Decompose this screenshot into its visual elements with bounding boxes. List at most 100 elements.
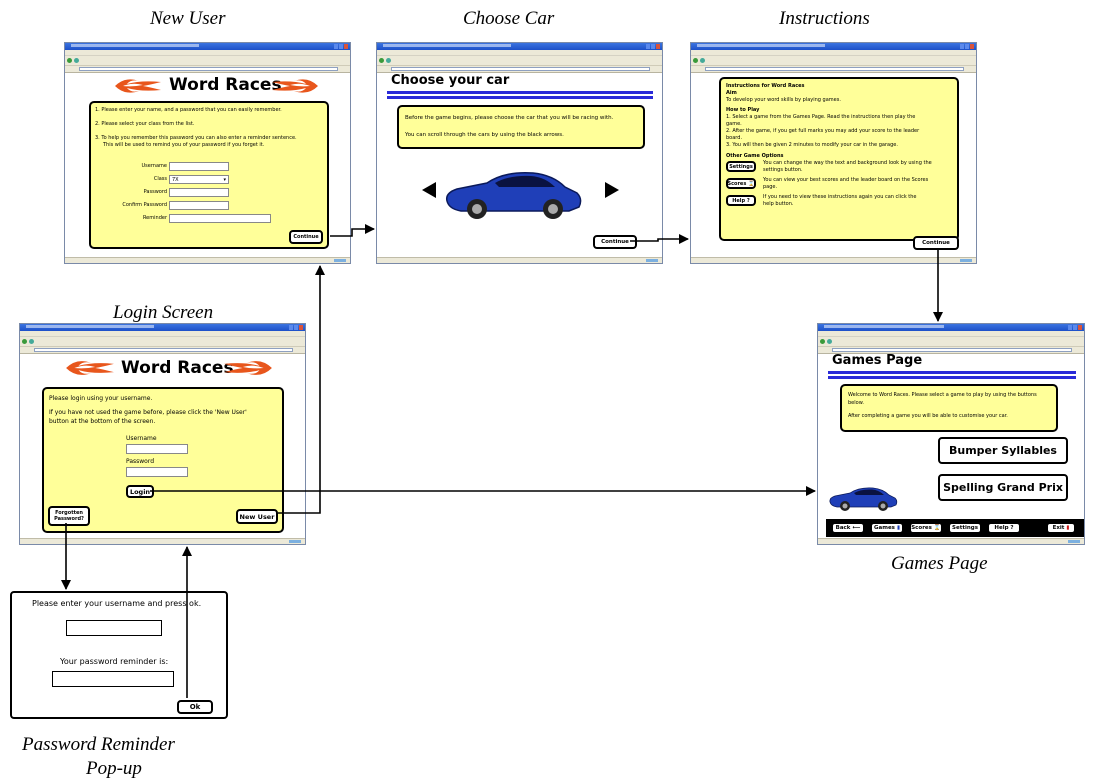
arrow-new-user-to-choose-car: [330, 224, 375, 237]
instruction-line-1: 1. Please enter your name, and a passwor…: [95, 107, 282, 113]
step-1b: game.: [726, 121, 742, 127]
instruction-line-3: 3. To help you remember this password yo…: [95, 135, 297, 141]
next-car-arrow[interactable]: [605, 182, 619, 198]
window-titlebar: [818, 324, 1084, 331]
window-titlebar: [377, 43, 662, 50]
instructions-panel: Instructions for Word Races Aim To devel…: [719, 77, 959, 241]
window-menubar: [20, 331, 305, 337]
help-button[interactable]: Help ?: [726, 195, 756, 206]
spelling-grand-prix-button[interactable]: Spelling Grand Prix: [938, 474, 1068, 501]
games-nav-button[interactable]: Games▮: [870, 522, 904, 534]
app-title: Word Races: [121, 358, 234, 378]
window-instructions: Instructions for Word Races Aim To devel…: [690, 42, 977, 264]
forgotten-password-button[interactable]: Forgotten Password?: [48, 506, 90, 526]
window-toolbar: [818, 337, 1084, 347]
window-addressbar: [691, 66, 976, 73]
instruction-line-3b: This will be used to remind you of your …: [103, 142, 265, 148]
caption-popup-2: Pop-up: [86, 758, 142, 779]
window-toolbar: [65, 56, 350, 66]
password-field[interactable]: [169, 188, 229, 197]
scores-text: You can view your best scores and the le…: [763, 177, 929, 183]
window-titlebar: [65, 43, 350, 50]
window-titlebar: [691, 43, 976, 50]
caption-choose-car: Choose Car: [463, 8, 555, 29]
window-titlebar: [20, 324, 305, 331]
instruction-line-2: 2. Please select your class from the lis…: [95, 121, 195, 127]
choose-car-line-2: You can scroll through the cars by using…: [405, 132, 564, 138]
step-2: 2. After the game, if you get full marks…: [726, 128, 920, 134]
back-button[interactable]: Back⟵: [831, 522, 865, 534]
settings-button[interactable]: Settings: [726, 161, 756, 172]
chevron-down-icon: ▾: [223, 177, 226, 183]
choose-car-panel: Before the game begins, please choose th…: [397, 105, 645, 149]
help-text: If you need to view these instructions a…: [763, 194, 917, 200]
popup-line-2: Your password reminder is:: [60, 657, 169, 666]
password-label: Password: [143, 189, 167, 195]
popup-username-field[interactable]: [66, 620, 162, 636]
scores-button-label: Scores: [727, 180, 747, 187]
forgotten-label-1: Forgotten: [55, 510, 83, 516]
aim-heading: Aim: [726, 90, 737, 96]
choose-car-continue-button[interactable]: Continue: [593, 235, 637, 249]
welcome-line-1b: below.: [848, 400, 864, 406]
help-text-b: help button.: [763, 201, 794, 207]
other-options-heading: Other Game Options: [726, 153, 784, 159]
window-new-user: Word Races 1. Please enter your name, an…: [64, 42, 351, 264]
help-nav-button[interactable]: Help ?: [987, 522, 1021, 534]
username-field[interactable]: [126, 444, 188, 454]
popup-ok-button[interactable]: Ok: [177, 700, 213, 714]
choose-car-line-1: Before the game begins, please choose th…: [405, 115, 614, 121]
username-label: Username: [126, 435, 157, 442]
instructions-title: Instructions for Word Races: [726, 83, 805, 89]
forgotten-label-2: Password?: [54, 516, 84, 522]
new-user-continue-button[interactable]: Continue: [289, 230, 323, 244]
popup-reminder-field: [52, 671, 174, 687]
window-menubar: [65, 50, 350, 56]
window-games-page: Games Page Welcome to Word Races. Please…: [817, 323, 1085, 545]
previous-car-arrow[interactable]: [422, 182, 436, 198]
window-menubar: [818, 331, 1084, 337]
confirm-password-field[interactable]: [169, 201, 229, 210]
class-select[interactable]: 7X ▾: [169, 175, 229, 184]
exit-label: Exit: [1052, 525, 1065, 531]
games-page-heading: Games Page: [832, 353, 923, 368]
class-select-value: 7X: [172, 177, 179, 183]
reminder-label: Reminder: [142, 215, 167, 221]
bumper-syllables-button[interactable]: Bumper Syllables: [938, 437, 1068, 464]
hourglass-icon: ⌛: [748, 180, 755, 187]
welcome-line-1: Welcome to Word Races. Please select a g…: [848, 392, 1037, 398]
window-menubar: [691, 50, 976, 56]
heading-underline: [828, 371, 1076, 374]
login-line-1: Please login using your username.: [49, 395, 153, 402]
scores-nav-button[interactable]: Scores⌛: [909, 522, 943, 534]
arrow-choose-car-to-instructions: [630, 234, 689, 244]
settings-button-label: Settings: [729, 163, 753, 170]
arrow-login-to-new-user: [278, 265, 325, 514]
caption-login: Login Screen: [113, 302, 214, 323]
hourglass-icon: ⌛: [933, 525, 941, 531]
login-panel: Please login using your username. If you…: [42, 387, 284, 533]
password-field[interactable]: [126, 467, 188, 477]
reminder-field[interactable]: [169, 214, 271, 223]
flame-left-icon: [115, 79, 161, 93]
heading-underline-2: [387, 96, 653, 99]
car-icon: [829, 487, 898, 511]
caption-new-user: New User: [150, 8, 226, 29]
step-3: 3. You will then be given 2 minutes to m…: [726, 142, 898, 148]
door-icon: ▮: [1066, 525, 1070, 531]
exit-button[interactable]: Exit▮: [1046, 522, 1076, 534]
settings-nav-button[interactable]: Settings: [948, 522, 982, 534]
settings-text: You can change the way the text and back…: [763, 160, 932, 166]
heading-underline-2: [828, 376, 1076, 379]
scores-button[interactable]: Scores⌛: [726, 178, 756, 189]
instructions-continue-button[interactable]: Continue: [913, 236, 959, 250]
username-field[interactable]: [169, 162, 229, 171]
window-toolbar: [20, 337, 305, 347]
class-label: Class: [153, 176, 167, 182]
settings-text-b: settings button.: [763, 167, 803, 173]
new-user-button[interactable]: New User: [236, 509, 278, 524]
window-addressbar: [377, 66, 662, 73]
heading-underline: [387, 91, 653, 94]
window-addressbar: [818, 347, 1084, 354]
